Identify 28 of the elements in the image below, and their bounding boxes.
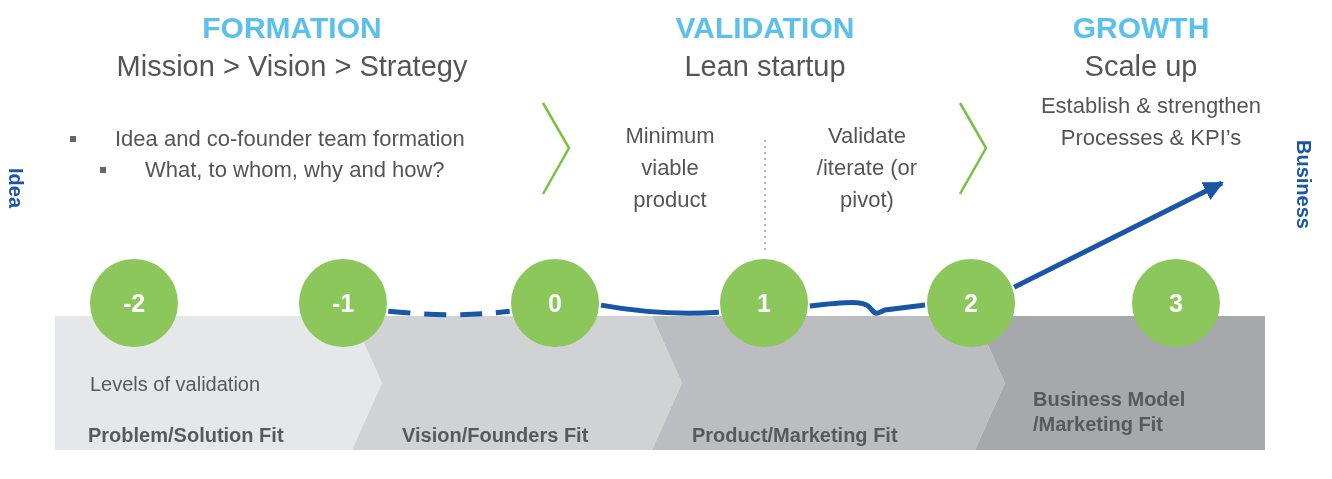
stage-name: Problem/Solution Fit bbox=[88, 423, 285, 448]
level-circle: 3 bbox=[1132, 259, 1220, 347]
phase-heading: VALIDATION bbox=[674, 10, 856, 46]
stage-name: Product/Marketing Fit bbox=[692, 423, 899, 448]
bullet-text: What, to whom, why and how? bbox=[145, 156, 445, 184]
axis-label: Business bbox=[1292, 140, 1316, 229]
bullet-text: Idea and co-founder team formation bbox=[115, 125, 465, 153]
axis-label: Idea bbox=[4, 168, 28, 209]
level-circle: 2 bbox=[927, 259, 1015, 347]
description-text: Minimum viable product bbox=[624, 122, 716, 214]
level-circle: -1 bbox=[299, 259, 387, 347]
phase-heading: FORMATION bbox=[201, 10, 383, 46]
phase-subtitle: Lean startup bbox=[683, 49, 847, 84]
description-text: Validate /iterate (or pivot) bbox=[815, 122, 919, 214]
level-circle: 1 bbox=[720, 259, 808, 347]
phase-heading: GROWTH bbox=[1071, 10, 1211, 46]
stage-name: Business Model /Marketing Fit bbox=[1033, 387, 1187, 437]
connector-line bbox=[809, 300, 926, 316]
connector-line bbox=[388, 308, 510, 318]
connector-line bbox=[600, 302, 720, 316]
stage-name: Vision/Founders Fit bbox=[402, 423, 590, 448]
level-circle: -2 bbox=[90, 259, 178, 347]
phase-subtitle: Mission > Vision > Strategy bbox=[115, 49, 469, 84]
phase-subtitle: Scale up bbox=[1083, 49, 1199, 84]
description-text: Establish & strengthen Processes & KPI’s bbox=[1039, 92, 1263, 152]
caption-text: Levels of validation bbox=[90, 372, 262, 397]
level-circle: 0 bbox=[511, 259, 599, 347]
arrow bbox=[1013, 180, 1224, 290]
